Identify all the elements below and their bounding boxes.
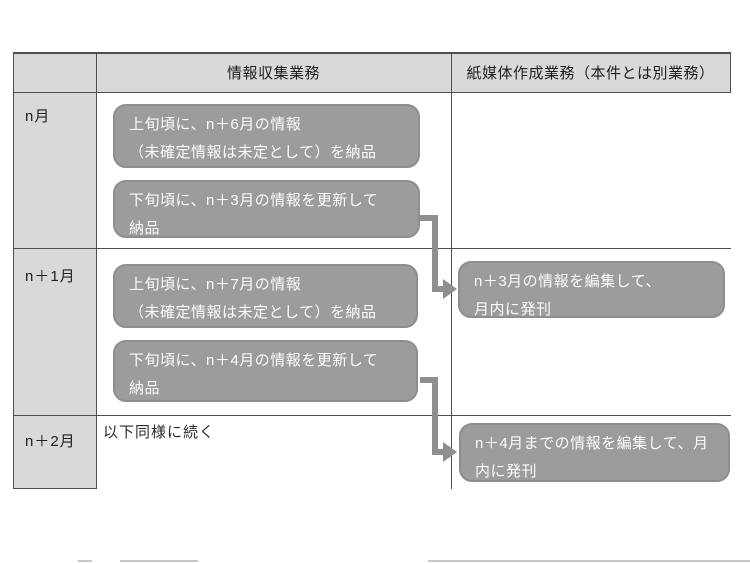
cropped-text-artifact — [120, 560, 198, 562]
table-border-left — [13, 52, 14, 489]
publish-box-n4: n＋4月までの情報を編集して、月 内に発刊 — [459, 423, 730, 482]
task-box-line: 納品 — [129, 220, 161, 237]
header-cell-collect: 情報収集業務 — [96, 52, 451, 92]
arrow2-segment — [432, 449, 444, 455]
header-paper-label: 紙媒体作成業務（本件とは別業務） — [466, 64, 715, 82]
column-divider-month — [96, 52, 97, 489]
task-box-line: 下旬頃に、n＋4月の情報を更新して — [129, 352, 379, 369]
header-bottom-line — [13, 92, 731, 93]
task-box-deliver-n6: 上旬頃に、n＋6月の情報 （未確定情報は未定として）を納品 — [113, 104, 420, 168]
publish-box-line: n＋4月までの情報を編集して、月 — [475, 435, 709, 452]
publish-box-line: 月内に発刊 — [474, 301, 552, 318]
arrow2-segment — [420, 377, 434, 383]
row-label-n: n月 — [25, 108, 51, 125]
row-label-n-plus-1: n＋1月 — [25, 268, 76, 285]
task-box-line: 上旬頃に、n＋7月の情報 — [129, 276, 302, 293]
arrow1-arrowhead-icon — [443, 279, 457, 299]
column-divider-tasks — [451, 52, 452, 489]
row-divider-1 — [13, 248, 731, 249]
table-border-top — [13, 52, 731, 54]
arrow1-segment — [432, 286, 444, 292]
task-box-update-n3: 下旬頃に、n＋3月の情報を更新して 納品 — [113, 180, 420, 238]
publish-box-n3: n＋3月の情報を編集して、 月内に発刊 — [458, 261, 725, 318]
header-row-shading — [13, 52, 730, 92]
publish-box-line: 内に発刊 — [475, 463, 538, 480]
task-box-deliver-n7: 上旬頃に、n＋7月の情報 （未確定情報は未定として）を納品 — [113, 264, 418, 328]
row-divider-2 — [13, 415, 731, 416]
task-box-line: （未確定情報は未定として）を納品 — [129, 304, 377, 321]
cropped-text-artifact — [78, 560, 92, 562]
cropped-text-artifact — [428, 560, 750, 562]
header-border-right — [730, 52, 731, 93]
header-collect-label: 情報収集業務 — [226, 64, 320, 82]
task-box-update-n4: 下旬頃に、n＋4月の情報を更新して 納品 — [113, 340, 418, 402]
arrow2-segment — [432, 377, 438, 455]
arrow1-segment — [432, 215, 438, 292]
month-column-shading — [13, 92, 96, 489]
continuation-note: 以下同様に続く — [103, 425, 216, 441]
arrow1-segment — [420, 215, 434, 221]
row-label-n-plus-2: n＋2月 — [25, 433, 76, 450]
arrow2-arrowhead-icon — [443, 442, 457, 462]
table-border-bottom — [13, 488, 97, 489]
publish-box-line: n＋3月の情報を編集して、 — [474, 273, 661, 290]
task-box-line: 下旬頃に、n＋3月の情報を更新して — [129, 192, 379, 209]
task-box-line: 納品 — [129, 380, 161, 397]
header-cell-paper: 紙媒体作成業務（本件とは別業務） — [451, 52, 730, 92]
task-box-line: （未確定情報は未定として）を納品 — [129, 144, 377, 161]
task-box-line: 上旬頃に、n＋6月の情報 — [129, 116, 302, 133]
